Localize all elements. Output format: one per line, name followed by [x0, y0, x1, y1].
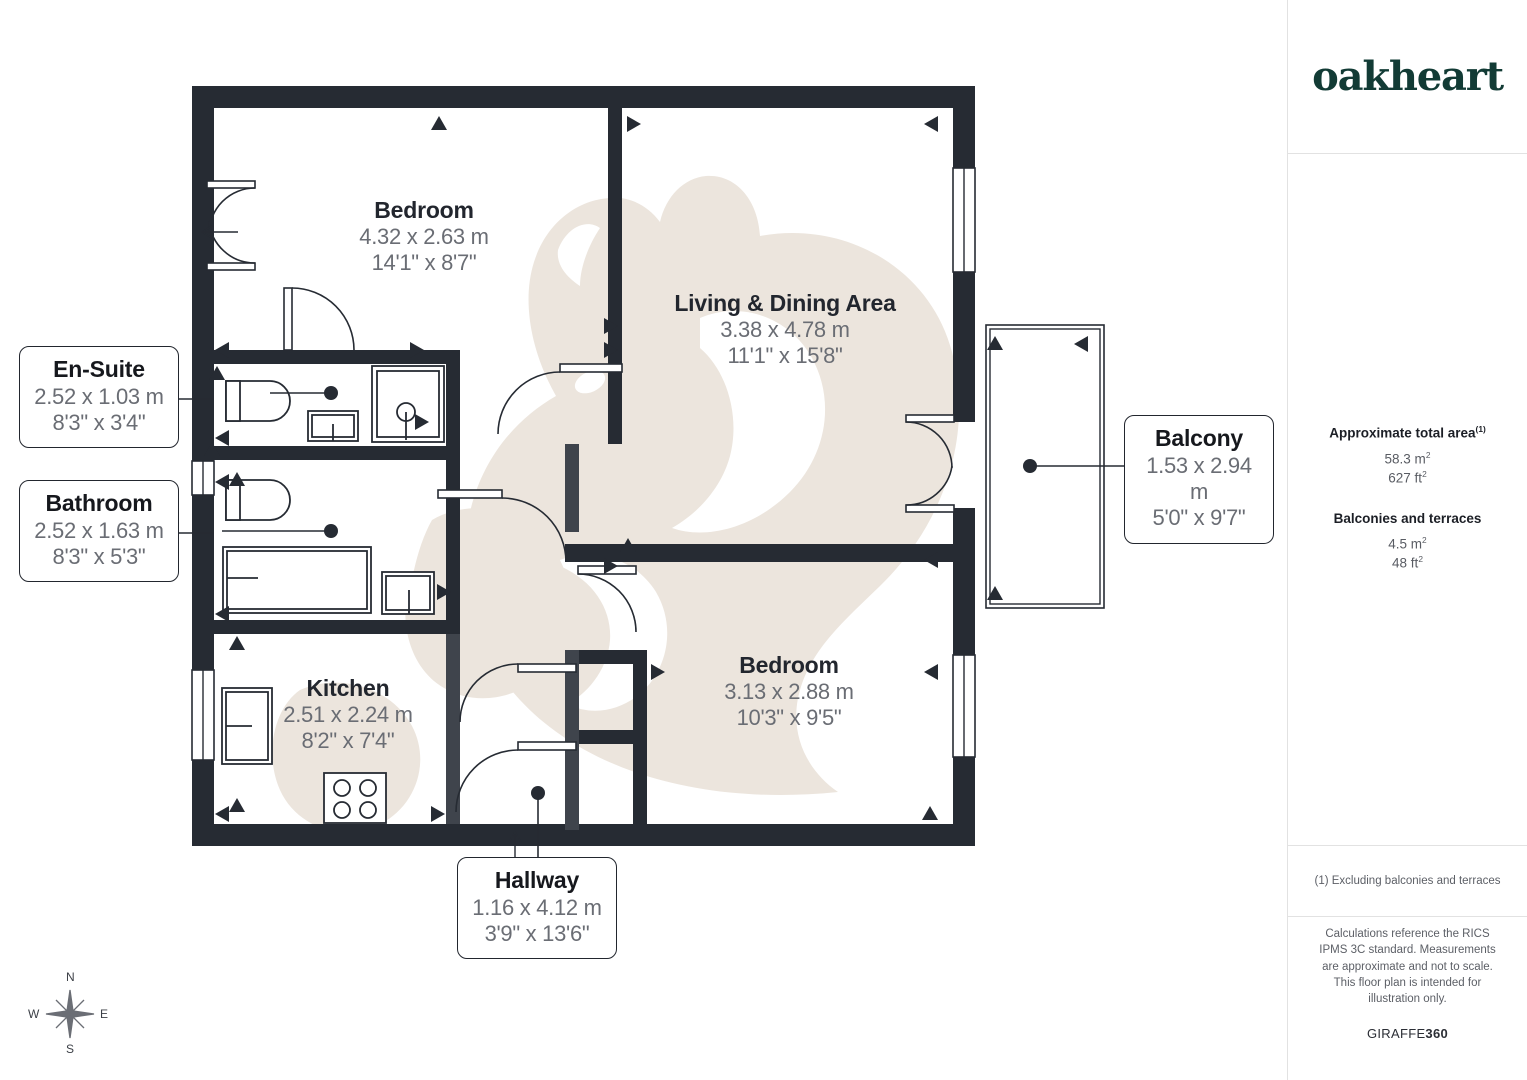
compass-icon	[45, 989, 95, 1039]
room-name: Bathroom	[45, 490, 153, 516]
disclaimer-text: Calculations reference the RICS IPMS 3C …	[1319, 928, 1496, 1006]
windows	[191, 167, 976, 761]
sidebar: oakheart Approximate total area(1) 58.3 …	[1288, 0, 1527, 1080]
footnote-text: (1) Excluding balconies and terraces	[1314, 875, 1501, 887]
room-metric: 2.52 x 1.63 m	[34, 517, 164, 543]
callout-hallway: Hallway 1.16 x 4.12 m 3'9" x 13'6"	[457, 857, 617, 960]
balcony-imperial-value: 48 ft	[1392, 555, 1419, 571]
compass-rose: N S W E	[24, 968, 116, 1060]
total-area-imperial: 627 ft2	[1288, 469, 1527, 486]
provider-name: GIRAFFE	[1366, 1026, 1426, 1041]
callout-bathroom: Bathroom 2.52 x 1.63 m 8'3" x 5'3"	[19, 480, 179, 583]
spacer	[1288, 489, 1527, 511]
room-imperial: 8'3" x 5'3"	[52, 543, 146, 569]
compass-south: S	[66, 1042, 75, 1056]
room-label-kitchen: Kitchen 2.51 x 2.24 m 8'2" x 7'4"	[168, 675, 528, 754]
room-name: Bedroom	[739, 652, 839, 678]
balcony-outline	[985, 324, 1124, 609]
room-imperial: 8'3" x 3'4"	[52, 409, 146, 435]
balcony-metric-sup: 2	[1422, 534, 1427, 545]
total-area-metric-value: 58.3 m	[1384, 451, 1426, 466]
room-label-bedroom-main: Bedroom 4.32 x 2.63 m 14'1" x 8'7"	[214, 197, 634, 276]
fixtures	[221, 365, 445, 824]
room-name: Hallway	[494, 867, 580, 893]
room-name: En-Suite	[53, 356, 145, 382]
dimension-ticks	[204, 116, 1088, 822]
callout-leaders	[178, 398, 214, 534]
room-metric: 1.16 x 4.12 m	[472, 894, 602, 920]
room-label-bedroom-second: Bedroom 3.13 x 2.88 m 10'3" x 9'5"	[609, 652, 969, 731]
balcony-area-title: Balconies and terraces	[1333, 510, 1482, 526]
balcony-imperial-sup: 2	[1418, 554, 1423, 564]
exterior-walls	[192, 86, 975, 846]
total-area-title: Approximate total area(1)	[1288, 424, 1527, 441]
hallway-leader	[508, 831, 522, 858]
room-imperial: 3'9" x 13'6"	[484, 920, 590, 946]
room-metric: 2.51 x 2.24 m	[283, 702, 413, 728]
room-metric: 4.32 x 2.63 m	[359, 224, 489, 250]
room-name: Kitchen	[306, 675, 390, 701]
room-metric: 3.13 x 2.88 m	[724, 679, 854, 705]
total-area-title-text: Approximate total area	[1329, 425, 1476, 441]
room-imperial: 8'2" x 7'4"	[301, 728, 395, 754]
metric-unit-sup: 2	[1425, 449, 1431, 460]
balcony-area-metric: 4.5 m2	[1288, 535, 1527, 552]
provider-suffix: 360	[1425, 1026, 1449, 1041]
callout-en-suite: En-Suite 2.52 x 1.03 m 8'3" x 3'4"	[19, 346, 179, 449]
room-metric: 2.52 x 1.03 m	[34, 383, 164, 409]
room-label-living-dining: Living & Dining Area 3.38 x 4.78 m 11'1"…	[555, 290, 1015, 369]
interior-walls	[214, 108, 975, 830]
compass-east: E	[100, 1007, 109, 1021]
callout-balcony: Balcony 1.53 x 2.94 m 5'0" x 9'7"	[1124, 415, 1274, 544]
compass-west: W	[28, 1007, 40, 1021]
footnote-section: (1) Excluding balconies and terraces	[1288, 845, 1527, 917]
room-metric: 1.53 x 2.94 m	[1146, 452, 1252, 504]
room-imperial: 5'0" x 9'7"	[1152, 505, 1246, 531]
room-metric: 3.38 x 4.78 m	[720, 317, 850, 343]
disclaimer-section: Calculations reference the RICS IPMS 3C …	[1288, 926, 1527, 1008]
balcony-area-imperial: 48 ft2	[1288, 554, 1527, 571]
logo-text: oakheart	[1312, 53, 1504, 100]
room-name: Bedroom	[374, 197, 474, 223]
floorplan-canvas: Bedroom 4.32 x 2.63 m 14'1" x 8'7" Livin…	[19, 0, 1288, 1080]
room-imperial: 10'3" x 9'5"	[736, 705, 842, 731]
total-area-imperial-value: 627 ft	[1388, 470, 1423, 486]
room-name: Balcony	[1154, 425, 1244, 451]
balcony-metric-value: 4.5 m	[1388, 536, 1423, 551]
room-name: Living & Dining Area	[674, 290, 896, 316]
room-imperial: 11'1" x 15'8"	[727, 343, 843, 369]
imperial-unit-sup: 2	[1422, 469, 1427, 479]
total-area-metric: 58.3 m2	[1288, 450, 1527, 467]
brand-logo: oakheart	[1288, 0, 1527, 154]
room-imperial: 14'1" x 8'7"	[371, 250, 477, 276]
provider-credit: GIRAFFE360	[1288, 1026, 1527, 1041]
area-summary: Approximate total area(1) 58.3 m2 627 ft…	[1288, 154, 1527, 571]
compass-north: N	[66, 970, 75, 984]
floorplan-drawing	[178, 86, 1124, 882]
total-area-footnote-marker: (1)	[1475, 424, 1486, 434]
